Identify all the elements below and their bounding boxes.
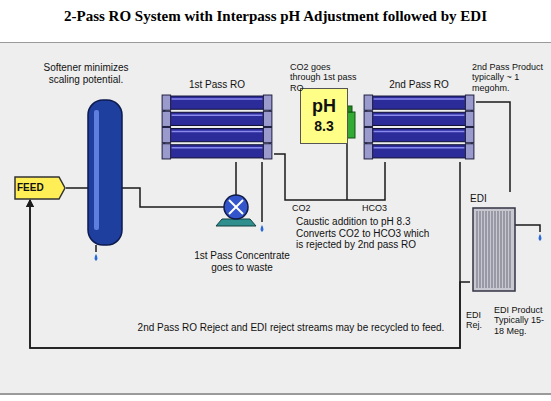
vessel-highlight xyxy=(172,115,263,117)
end-cap xyxy=(263,128,271,143)
edi-cell-plate xyxy=(480,211,481,288)
vessel-highlight xyxy=(374,115,465,117)
edi-cell-plate xyxy=(489,211,490,288)
node-heading: 2nd Pass RO xyxy=(362,78,476,91)
edi-cell-plate xyxy=(477,211,478,288)
feed-outline xyxy=(15,177,65,199)
end-cap xyxy=(364,111,372,126)
end-cap xyxy=(162,111,170,126)
end-cap xyxy=(162,144,170,159)
end-cap xyxy=(162,128,170,143)
edi-cell-plate xyxy=(492,211,493,288)
product-drop xyxy=(539,234,542,241)
pump-cross xyxy=(229,200,243,214)
end-cap xyxy=(465,128,473,143)
note-label: HCO3 xyxy=(362,203,392,213)
end-cap xyxy=(465,144,473,159)
vessel-highlight xyxy=(172,98,263,100)
membrane-vessel xyxy=(170,112,265,125)
edi-cell-plate xyxy=(510,211,511,288)
edi-cell-plate xyxy=(498,211,499,288)
softener-vessel xyxy=(88,100,122,245)
feed-tag: FEED xyxy=(14,176,66,200)
node-heading: FEED xyxy=(14,176,66,200)
pump-symbol xyxy=(224,195,248,219)
drain-drop xyxy=(95,254,98,261)
end-cap xyxy=(263,95,271,110)
pipe-connector xyxy=(476,102,510,192)
membrane-vessel xyxy=(170,145,265,158)
edi-product-line xyxy=(512,225,540,232)
end-cap xyxy=(263,144,271,159)
vessel-highlight xyxy=(94,110,99,230)
waste-drop xyxy=(261,225,264,232)
node-value: 8.3 xyxy=(301,117,347,135)
note-label: 2nd Pass Product typically ~ 1 megohm. xyxy=(472,62,548,93)
vessel-highlight xyxy=(374,131,465,133)
edi-housing xyxy=(473,208,515,291)
ro-unit: 1st Pass RO xyxy=(160,78,274,162)
pump-base xyxy=(216,219,256,226)
node-heading: EDI xyxy=(470,192,518,205)
end-cap xyxy=(162,95,170,110)
end-cap xyxy=(364,128,372,143)
end-cap xyxy=(465,95,473,110)
edi-cell-plate xyxy=(507,211,508,288)
ro-unit: 2nd Pass RO xyxy=(362,78,476,162)
membrane-vessel xyxy=(372,129,467,142)
drain-pipe xyxy=(95,245,97,252)
vessel-highlight xyxy=(172,147,263,149)
pump-cross xyxy=(229,200,243,214)
ph-tank: pH8.3 xyxy=(300,88,348,144)
membrane-vessel xyxy=(372,96,467,109)
node-heading: 1st Pass RO xyxy=(160,78,274,91)
membrane-stack xyxy=(160,93,274,162)
note-label: Caustic addition to pH 8.3 Converts CO2 … xyxy=(296,216,438,251)
edi-unit: EDI xyxy=(470,192,518,292)
caustic-line xyxy=(346,138,348,200)
note-label: Softener minimizes scaling potential. xyxy=(40,62,132,85)
pipe-connector xyxy=(274,154,385,200)
note-label: 1st Pass Concentrate goes to waste xyxy=(186,250,298,273)
note-label: EDI Product Typically 15-18 Meg. xyxy=(494,305,546,336)
edi-stack xyxy=(470,207,518,292)
diagram-title: 2-Pass RO System with Interpass pH Adjus… xyxy=(0,8,551,25)
end-cap xyxy=(263,111,271,126)
note-label: 2nd Pass RO Reject and EDI reject stream… xyxy=(125,322,457,334)
note-label: EDI Rej. xyxy=(466,310,492,331)
node-heading: pH xyxy=(301,95,347,117)
vessel-highlight xyxy=(374,98,465,100)
edi-cell-plate xyxy=(504,211,505,288)
concentrate-line xyxy=(261,162,263,222)
end-cap xyxy=(364,95,372,110)
vessel-highlight xyxy=(172,131,263,133)
membrane-vessel xyxy=(372,112,467,125)
membrane-vessel xyxy=(170,96,265,109)
edi-cell-plate xyxy=(486,211,487,288)
note-label: CO2 xyxy=(292,203,322,213)
end-cap xyxy=(364,144,372,159)
edi-cell-plate xyxy=(483,211,484,288)
membrane-vessel xyxy=(170,129,265,142)
note-label: CO2 goes through 1st pass RO xyxy=(290,62,362,93)
edi-cell-plate xyxy=(495,211,496,288)
end-cap xyxy=(465,111,473,126)
membrane-stack xyxy=(362,93,476,162)
membrane-vessel xyxy=(372,145,467,158)
vessel-highlight xyxy=(374,147,465,149)
edi-cell-plate xyxy=(501,211,502,288)
